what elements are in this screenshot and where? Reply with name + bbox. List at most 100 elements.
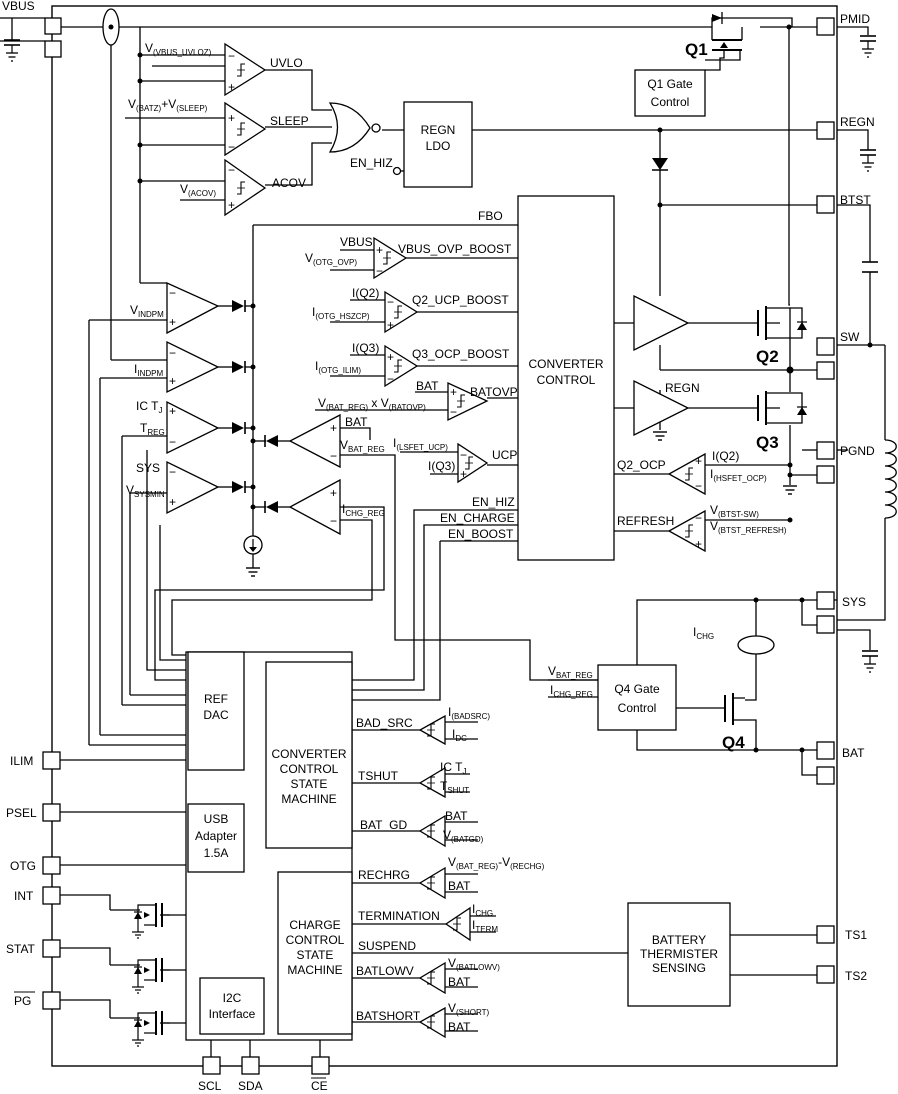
suspend-label: SUSPEND bbox=[358, 939, 416, 953]
acov-label: ACOV bbox=[272, 176, 306, 190]
svg-text:+: + bbox=[330, 486, 337, 500]
vbus-in-label: VBUS bbox=[340, 235, 373, 249]
svg-text:−: − bbox=[450, 405, 457, 419]
ic-tj-label: IC TJ bbox=[136, 399, 162, 415]
q1-label: Q1 bbox=[685, 40, 708, 59]
vbatz-vsleep-label: V(BATZ)+V(SLEEP) bbox=[128, 97, 208, 113]
batovp-label: BATOVP bbox=[470, 385, 518, 399]
ichg-reg-label: ICHG_REG bbox=[342, 502, 385, 518]
vbus-uvloz-label: V(VBUS_UVLOZ) bbox=[145, 41, 212, 57]
batlowv-comparator bbox=[418, 961, 446, 995]
svg-text:Q1 Gate: Q1 Gate bbox=[647, 77, 693, 91]
svg-text:+: + bbox=[169, 495, 176, 509]
q4-gate-control-block: Q4 Gate Control bbox=[597, 664, 677, 731]
pin-labels: VBUS PMID REGN BTST SW PGND SYS BAT TS1 … bbox=[2, 0, 875, 1093]
termination-comparator bbox=[444, 906, 471, 942]
vshort-label: V(SHORT) bbox=[448, 1001, 490, 1017]
ref-dac-block: REF DAC bbox=[187, 651, 245, 771]
svg-text:−: − bbox=[376, 264, 383, 278]
sleep-comparator: +− bbox=[224, 101, 267, 157]
thermistor-sensing-block: BATTERY THERMISTER SENSING bbox=[627, 902, 731, 1007]
converter-control-block: CONVERTER CONTROL bbox=[517, 195, 615, 561]
pg-open-drain bbox=[131, 1010, 171, 1047]
acov-comparator: −+ bbox=[224, 158, 267, 217]
bad-src-label: BAD_SRC bbox=[356, 716, 413, 730]
pin-stat: STAT bbox=[6, 942, 36, 956]
q2-label: Q2 bbox=[756, 347, 779, 366]
pin-sda: SDA bbox=[238, 1079, 263, 1093]
q2-transistor bbox=[633, 294, 807, 352]
svg-text:Control: Control bbox=[651, 95, 690, 109]
svg-text:DAC: DAC bbox=[203, 708, 229, 722]
tshut-label: TSHUT bbox=[358, 769, 399, 783]
svg-text:+: + bbox=[169, 404, 176, 418]
uvlo-label: UVLO bbox=[270, 56, 303, 70]
svg-text:+: + bbox=[450, 385, 457, 399]
pin-int: INT bbox=[14, 889, 34, 903]
q4-label: Q4 bbox=[722, 733, 745, 752]
i-q2-label: I(Q2) bbox=[352, 286, 379, 300]
sysmin-amplifier: −+ bbox=[166, 460, 220, 515]
ichg-term-label: ICHG bbox=[472, 902, 493, 918]
bat-rechg-label: BAT bbox=[448, 879, 471, 893]
q4-transistor bbox=[724, 693, 745, 725]
svg-text:−: − bbox=[169, 286, 176, 300]
treg-label: TREG bbox=[140, 421, 165, 437]
ichg-reg-q4-label: ICHG_REG bbox=[550, 683, 593, 699]
i-q3-label: I(Q3) bbox=[352, 341, 379, 355]
svg-text:+: + bbox=[387, 350, 394, 364]
svg-text:CONVERTER: CONVERTER bbox=[271, 747, 346, 761]
bat-short-label: BAT bbox=[448, 1020, 471, 1034]
ucp-comparator: −+ bbox=[457, 442, 489, 484]
ibadsrc-label: I(BADSRC) bbox=[448, 705, 490, 721]
svg-text:Q4 Gate: Q4 Gate bbox=[614, 682, 660, 696]
fbo-label: FBO bbox=[478, 209, 503, 223]
pin-ilim: ILIM bbox=[10, 754, 33, 768]
svg-text:−: − bbox=[228, 140, 235, 154]
svg-text:+: + bbox=[330, 421, 337, 435]
svg-text:Control: Control bbox=[618, 701, 657, 715]
or-diodes bbox=[232, 300, 278, 513]
usb-adapter-block: USB Adapter 1.5A bbox=[187, 803, 245, 873]
tshut-comparator bbox=[418, 766, 446, 799]
bad-src-comparator bbox=[418, 714, 446, 746]
vbatlowv-label: V(BATLOWV) bbox=[448, 956, 500, 972]
uvlo-comparator: −+ bbox=[224, 42, 267, 97]
vbat-reg-q4-label: VBAT_REG bbox=[548, 664, 593, 680]
svg-text:CONTROL: CONTROL bbox=[537, 373, 596, 387]
svg-text:+: + bbox=[695, 537, 702, 551]
ichg-reg-amplifier: +− bbox=[288, 478, 341, 536]
stat-open-drain bbox=[131, 957, 171, 994]
q2-ocp-label: Q2_OCP bbox=[617, 458, 666, 472]
pin-bat: BAT bbox=[842, 746, 865, 760]
svg-text:STATE: STATE bbox=[297, 948, 334, 962]
vindpm-amplifier: −+ bbox=[166, 281, 220, 335]
q2-ocp-comparator: +− bbox=[667, 452, 706, 496]
batovp-comparator: +− bbox=[447, 381, 489, 422]
bat-gd-comparator bbox=[418, 814, 446, 848]
vacov-label: V(ACOV) bbox=[180, 182, 216, 198]
pin-sw: SW bbox=[840, 330, 860, 344]
tshut-in-label: TSHUT bbox=[440, 779, 469, 795]
vbat-reg-label: VBAT_REG bbox=[340, 438, 385, 454]
svg-text:+: + bbox=[169, 374, 176, 388]
pin-ts1: TS1 bbox=[845, 928, 867, 942]
sys-in-label: SYS bbox=[136, 461, 160, 475]
q3-label: Q3 bbox=[756, 433, 779, 452]
svg-text:Adapter: Adapter bbox=[195, 829, 237, 843]
i2c-interface-block: I2C Interface bbox=[199, 977, 265, 1035]
svg-text:REF: REF bbox=[204, 692, 228, 706]
en-charge-label: EN_CHARGE bbox=[440, 511, 515, 525]
en-boost-label: EN_BOOST bbox=[448, 527, 514, 541]
ucp-label: UCP bbox=[492, 448, 517, 462]
svg-text:SENSING: SENSING bbox=[652, 961, 706, 975]
pin-sys: SYS bbox=[842, 595, 866, 609]
treg-amplifier: +− bbox=[166, 400, 220, 455]
pin-btst: BTST bbox=[840, 193, 871, 207]
q2-ucp-boost-comparator: −+ bbox=[384, 290, 419, 334]
svg-text:MACHINE: MACHINE bbox=[281, 792, 336, 806]
ichg-label: ICHG bbox=[693, 625, 714, 641]
chip-boundary bbox=[51, 5, 838, 1067]
vindpm-label: VINDPM bbox=[130, 303, 164, 319]
